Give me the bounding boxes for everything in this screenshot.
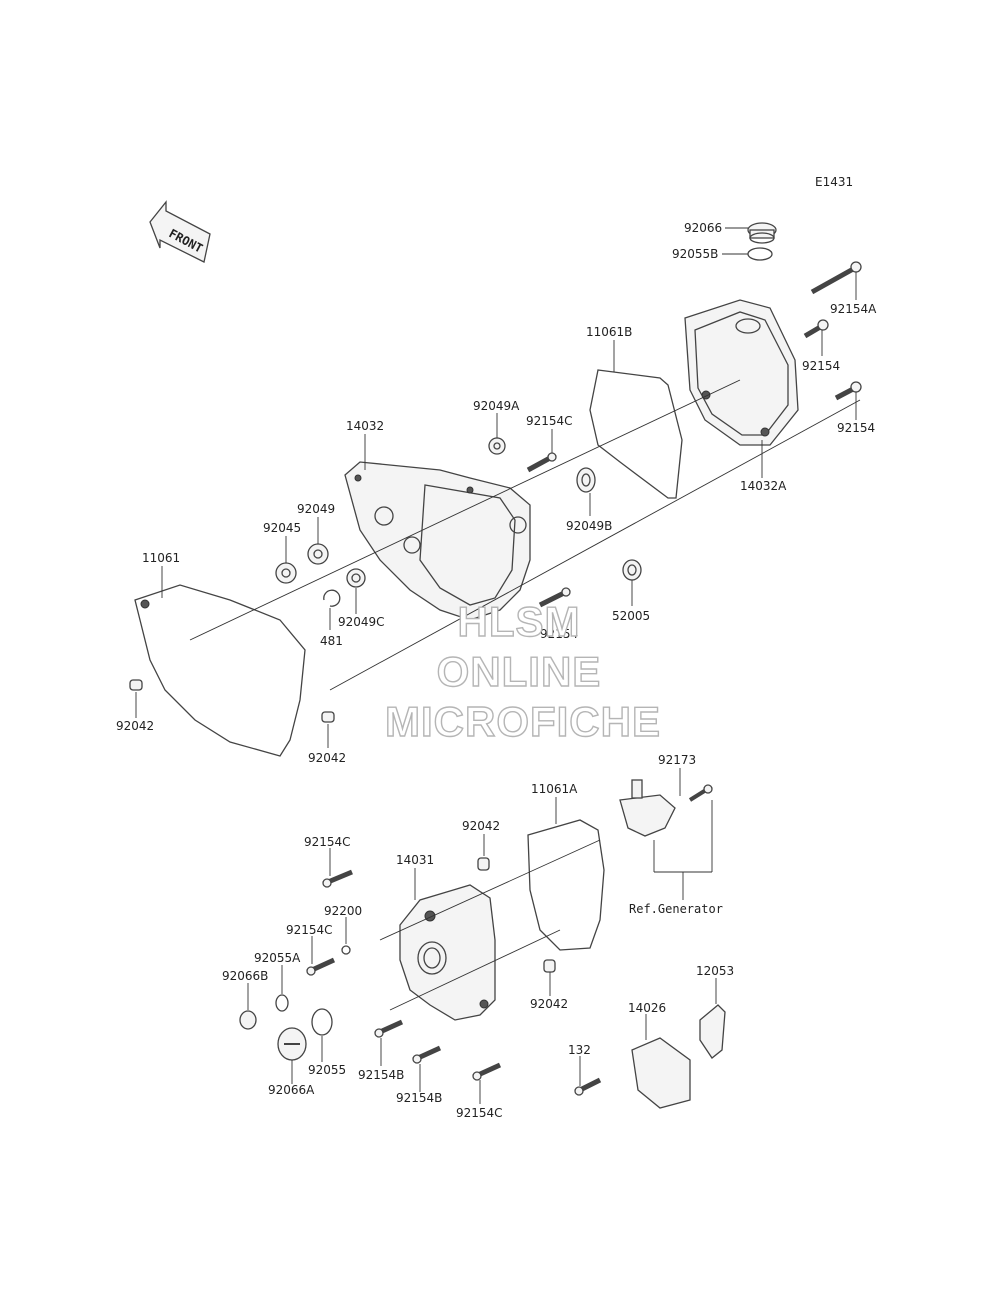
part-labels: 92066 92055B 92154A 11061B 92154 92049A …	[116, 221, 877, 1120]
generator-assembly-ref	[619, 779, 676, 837]
label-92042-c: 92042	[462, 819, 500, 833]
label-92154A: 92154A	[830, 302, 877, 316]
circlip-481	[323, 589, 341, 607]
gasket-11061-hole	[140, 599, 150, 609]
guard-14026	[631, 1037, 691, 1109]
label-92154C-low: 92154C	[286, 923, 333, 937]
label-92042-a: 92042	[116, 719, 154, 733]
label-92042-d: 92042	[530, 997, 568, 1011]
label-14032: 14032	[346, 419, 384, 433]
plug-92066B	[239, 1010, 257, 1030]
label-92055: 92055	[308, 1063, 346, 1077]
label-92049A: 92049A	[473, 399, 520, 413]
seal-52005	[622, 559, 642, 581]
label-92200: 92200	[324, 904, 362, 918]
plug-92066A	[277, 1027, 307, 1061]
label-11061A: 11061A	[531, 782, 578, 796]
dowel-pin-92042-lower-right	[543, 959, 556, 973]
label-92154C-bot: 92154C	[456, 1106, 503, 1120]
label-92154C-top: 92154C	[526, 414, 573, 428]
label-92154C-mid: 92154C	[304, 835, 351, 849]
label-11061B: 11061B	[586, 325, 632, 339]
label-92049C: 92049C	[338, 615, 385, 629]
bolt-92154C-top	[526, 452, 557, 473]
label-14031: 14031	[396, 853, 434, 867]
oil-filler-cap-92066	[747, 222, 777, 244]
bolt-92154C-mid	[322, 869, 353, 888]
crankcase-cover-14032	[344, 461, 531, 621]
label-92055B: 92055B	[672, 247, 718, 261]
bolt-132	[574, 1077, 602, 1096]
washer-92200	[341, 945, 351, 955]
diagram-code: E1431	[815, 175, 853, 189]
o-ring-92055	[311, 1008, 333, 1036]
watermark-line2: ONLINE	[437, 648, 602, 695]
clutch-cover-14032A	[684, 299, 799, 446]
front-arrow-icon: FRONT	[149, 200, 211, 263]
label-481: 481	[320, 634, 343, 648]
o-ring-92055A	[275, 994, 289, 1012]
label-52005: 52005	[612, 609, 650, 623]
bolt-92154-upper	[803, 319, 829, 339]
label-92055A: 92055A	[254, 951, 301, 965]
gasket-11061	[134, 584, 306, 757]
gasket-11061B	[589, 369, 683, 499]
watermark-line3: MICROFICHE	[385, 698, 661, 745]
seal-92049B	[576, 467, 596, 493]
o-ring-92055B	[747, 247, 773, 261]
bracket-12053	[699, 1004, 726, 1059]
dowel-pin-92042-left	[129, 679, 143, 691]
label-92154B-a: 92154B	[358, 1068, 404, 1082]
seal-92049	[307, 543, 329, 565]
dowel-pin-92042-right	[321, 711, 335, 723]
leader-lines	[135, 227, 861, 1104]
bearing-92045	[275, 562, 297, 584]
label-ref-generator: Ref.Generator	[629, 902, 723, 916]
label-92154-a: 92154	[802, 359, 840, 373]
label-92049B: 92049B	[566, 519, 612, 533]
label-14032A: 14032A	[740, 479, 787, 493]
bolt-92154A	[810, 261, 862, 295]
bolt-92154B-a	[374, 1019, 404, 1038]
label-92154-c: 92154	[540, 627, 578, 641]
gasket-11061A	[527, 819, 605, 951]
label-92173: 92173	[658, 753, 696, 767]
label-92066A: 92066A	[268, 1083, 315, 1097]
seal-92049C	[346, 568, 366, 588]
label-92045: 92045	[263, 521, 301, 535]
label-132: 132	[568, 1043, 591, 1057]
dowel-pin-92042-lower-top	[477, 857, 490, 871]
label-12053: 12053	[696, 964, 734, 978]
bolt-92154-lower	[834, 381, 862, 401]
label-11061: 11061	[142, 551, 180, 565]
seal-92049A	[488, 437, 506, 455]
watermark: HLSM ONLINE MICROFICHE	[384, 597, 661, 745]
watermark-line1: HLSM	[458, 598, 581, 645]
label-92066: 92066	[684, 221, 722, 235]
label-92154B-b: 92154B	[396, 1091, 442, 1105]
label-14026: 14026	[628, 1001, 666, 1015]
bolt-92154C-bot	[472, 1062, 502, 1081]
label-92066B: 92066B	[222, 969, 268, 983]
bolt-92154C-low	[306, 957, 336, 976]
bolt-92154B-b	[412, 1045, 442, 1064]
label-92154-b: 92154	[837, 421, 875, 435]
generator-cover-14031	[399, 884, 496, 1021]
label-92049: 92049	[297, 502, 335, 516]
bolt-92154-mid	[538, 587, 571, 608]
bolt-92173	[688, 784, 713, 802]
label-92042-b: 92042	[308, 751, 346, 765]
